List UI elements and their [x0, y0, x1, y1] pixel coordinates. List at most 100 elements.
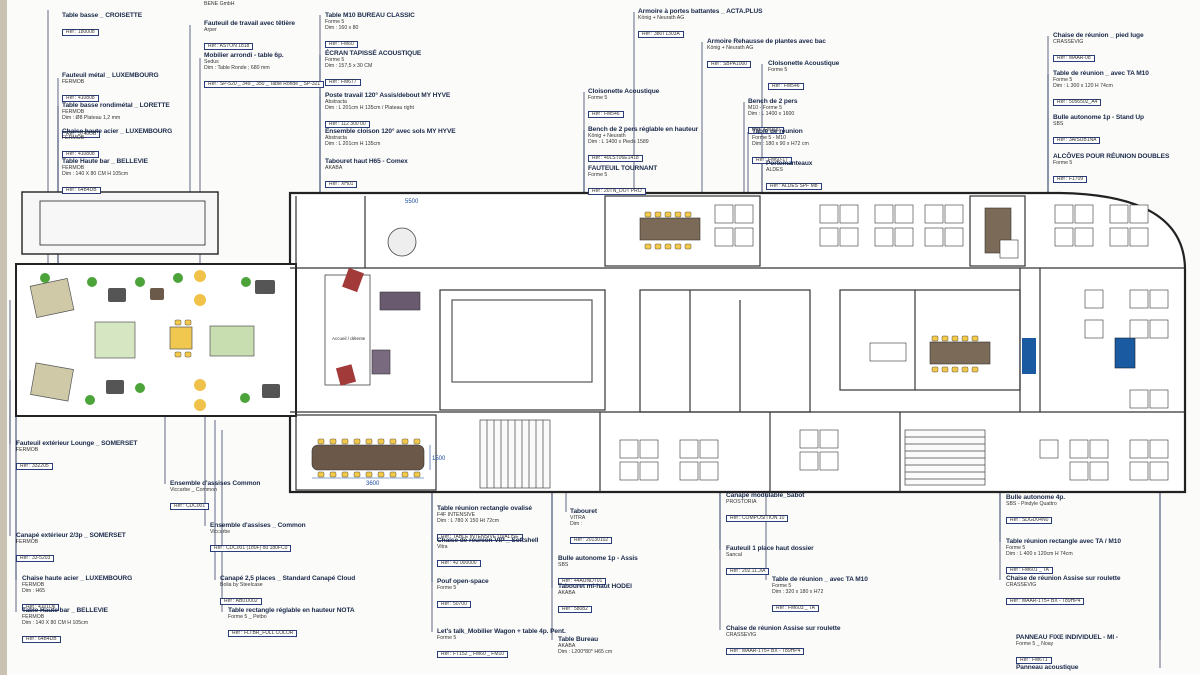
- interior-walls: [290, 195, 1185, 492]
- desk: [1149, 319, 1169, 339]
- dimension-label: 1500: [432, 456, 446, 462]
- desk: [799, 451, 819, 471]
- desk: [1089, 439, 1109, 459]
- desk: [874, 227, 894, 247]
- desk: [1039, 439, 1059, 459]
- chair: [684, 211, 692, 218]
- desk: [1074, 204, 1094, 224]
- chair: [401, 438, 409, 445]
- chair: [674, 243, 682, 250]
- desk: [819, 451, 839, 471]
- chair: [365, 471, 373, 478]
- desk: [1129, 227, 1149, 247]
- lounge-furniture: [324, 227, 421, 386]
- callout-canape-cloud: Canapé 2,5 places _ Standard Canapé Clou…: [220, 575, 356, 606]
- desk: [924, 227, 944, 247]
- chair: [413, 438, 421, 445]
- chair: [961, 335, 969, 342]
- chair: [664, 211, 672, 218]
- chair: [184, 351, 192, 358]
- chair: [941, 366, 949, 373]
- desk: [1129, 439, 1149, 459]
- desk: [679, 439, 699, 459]
- chair: [389, 471, 397, 478]
- chair: [931, 366, 939, 373]
- chair: [644, 243, 652, 250]
- desk: [1109, 204, 1129, 224]
- desk: [1129, 389, 1149, 409]
- desk: [894, 204, 914, 224]
- chair: [654, 243, 662, 250]
- callout-bene: BENE GmbH: [204, 1, 235, 7]
- chair: [644, 211, 652, 218]
- dimension-annotations: 3600 1500 5500 Accueil / détente: [312, 199, 446, 487]
- desk: [1149, 389, 1169, 409]
- desk: [894, 227, 914, 247]
- callout-lets-talk: Let's talk_Mobilier Wagon + table 4p. Pe…: [437, 628, 566, 659]
- sheet-edge: [0, 0, 7, 675]
- chair: [184, 319, 192, 326]
- chair: [377, 438, 385, 445]
- desk: [699, 439, 719, 459]
- callout-panneau-acoustique: Panneau acoustique: [1016, 664, 1079, 671]
- desk: [1074, 227, 1094, 247]
- desk: [619, 439, 639, 459]
- chair: [341, 438, 349, 445]
- desk: [1069, 439, 1089, 459]
- chair: [353, 438, 361, 445]
- chair: [654, 211, 662, 218]
- desk: [619, 461, 639, 481]
- desk: [819, 204, 839, 224]
- chair: [329, 438, 337, 445]
- chair: [365, 438, 373, 445]
- desk: [839, 227, 859, 247]
- desk: [799, 429, 819, 449]
- chair: [931, 335, 939, 342]
- desk: [1149, 289, 1169, 309]
- desk: [699, 461, 719, 481]
- desk: [1069, 461, 1089, 481]
- callout-panneau-fixe: PANNEAU FIXE INDIVIDUEL - MI -Forme 5 _ …: [1016, 634, 1118, 665]
- desk: [734, 227, 754, 247]
- desk: [734, 204, 754, 224]
- chair: [401, 471, 409, 478]
- desk: [874, 204, 894, 224]
- chair: [684, 243, 692, 250]
- desk: [1129, 461, 1149, 481]
- dimension-label: 5500: [405, 199, 419, 205]
- chair: [174, 351, 182, 358]
- staircases: [479, 419, 986, 489]
- meeting-chairs: [174, 211, 979, 478]
- desk: [639, 439, 659, 459]
- workstation-benches: [619, 204, 1169, 481]
- chair: [951, 335, 959, 342]
- chair: [377, 471, 385, 478]
- chair: [941, 335, 949, 342]
- chair: [317, 438, 325, 445]
